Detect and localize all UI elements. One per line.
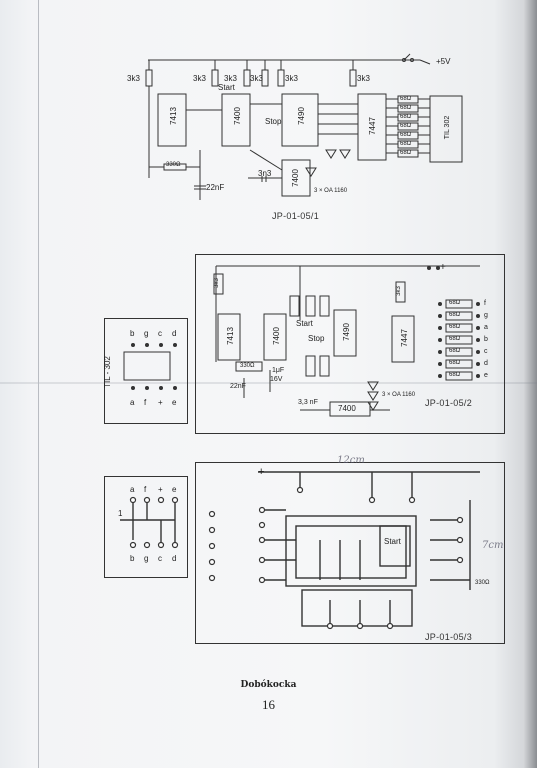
lay-ic-7400-lower: 7400 [338, 404, 356, 413]
page-number: 16 [262, 697, 275, 712]
sch-resistor-label: 3k3 [193, 74, 206, 83]
conn-pin-bottom: d [172, 554, 177, 563]
lay-volt: 16V [270, 376, 283, 383]
sch-resistor-label: 3k3 [250, 74, 263, 83]
pcb-start: Start [384, 537, 401, 546]
conn-pin-top: + [158, 485, 163, 494]
disp-pin-bottom: a [130, 398, 135, 407]
sch-seg-res: 68Ω [400, 105, 412, 111]
lay-cap-33nf: 3,3 nF [298, 399, 318, 406]
conn-pin-bottom: b [130, 554, 135, 563]
sch-stop-label: Stop [265, 117, 282, 126]
lay-diodes: 3 × OA 1160 [382, 392, 416, 398]
lay-plus: + [440, 262, 446, 273]
lay-start: Start [296, 319, 313, 328]
sch-resistor-label: 3k3 [127, 74, 140, 83]
lay-seg-res: 68Ω [449, 336, 461, 342]
conn-pin-bottom: g [144, 554, 149, 563]
lay-seg-letter: g [484, 312, 488, 319]
sch-seg-res: 68Ω [400, 114, 412, 120]
sch-seg-res: 68Ω [400, 123, 412, 129]
sch-seg-res: 68Ω [400, 141, 412, 147]
layout-panel [195, 254, 505, 434]
pcb-resistor-330: 330Ω [475, 580, 490, 586]
sch-diodes-label: 3 × OA 1160 [314, 188, 348, 194]
lay-seg-res: 68Ω [449, 300, 461, 306]
disp-pin-top: b [130, 329, 135, 338]
sch-seg-res: 68Ω [400, 132, 412, 138]
sch-seg-res: 68Ω [400, 96, 412, 102]
lay-seg-res: 68Ω [449, 348, 461, 354]
lay-stop: Stop [308, 334, 325, 343]
pcb-handwritten-width: 12cm [337, 455, 365, 466]
page-edge-shadow [523, 0, 537, 768]
left-binding-line [38, 0, 39, 768]
lay-seg-res: 68Ω [449, 360, 461, 366]
page-title: Dobókocka [240, 680, 297, 690]
lay-seg-letter: c [484, 348, 488, 355]
disp-pin-bottom: + [158, 398, 163, 407]
conn-pin-top: a [130, 485, 135, 494]
sch-resistor-330: 330Ω [166, 162, 181, 168]
lay-seg-res: 68Ω [449, 372, 461, 378]
disp-pin-top: c [158, 329, 162, 338]
disp-pin-bottom: f [144, 398, 147, 407]
sch-resistor-label: 3k3 [357, 74, 370, 83]
disp-pin-bottom: e [172, 398, 177, 407]
lay-seg-letter: b [484, 336, 488, 343]
display-box [104, 318, 188, 424]
disp-pin-top: d [172, 329, 177, 338]
lay-seg-res: 68Ω [449, 312, 461, 318]
sch-start-label: Start [218, 83, 235, 92]
pcb-caption: JP-01-05/3 [425, 632, 473, 642]
schematic-caption: JP-01-05/1 [272, 211, 320, 221]
conn-pin-top: f [144, 485, 147, 494]
lay-seg-letter: e [484, 372, 488, 379]
lay-cap-22nf: 22nF [230, 383, 246, 390]
pcb-handwritten-height: 7cm [482, 540, 504, 551]
lay-seg-letter: d [484, 360, 488, 367]
lay-seg-letter: f [484, 300, 486, 307]
pcb-plus: + [258, 466, 265, 478]
sch-seg-res: 68Ω [400, 150, 412, 156]
connector-box [104, 476, 188, 578]
lay-cap-1uf: 1μF [272, 367, 285, 374]
sch-cap-3n3: 3n3 [258, 169, 272, 178]
disp-pin-top: g [144, 329, 149, 338]
lay-seg-res: 68Ω [449, 324, 461, 330]
conn-marker: 1 [118, 509, 123, 518]
sch-supply-label: +5V [436, 57, 451, 66]
sch-resistor-label: 3k3 [224, 74, 237, 83]
lay-seg-letter: a [484, 324, 488, 331]
conn-pin-top: e [172, 485, 177, 494]
sch-resistor-label: 3k3 [285, 74, 298, 83]
sch-cap-22nf: 22nF [206, 183, 225, 192]
conn-pin-bottom: c [158, 554, 162, 563]
layout-caption: JP-01-05/2 [425, 398, 473, 408]
pcb-panel [195, 462, 505, 644]
lay-resistor-330: 330Ω [240, 363, 255, 369]
page-fold [0, 382, 537, 384]
